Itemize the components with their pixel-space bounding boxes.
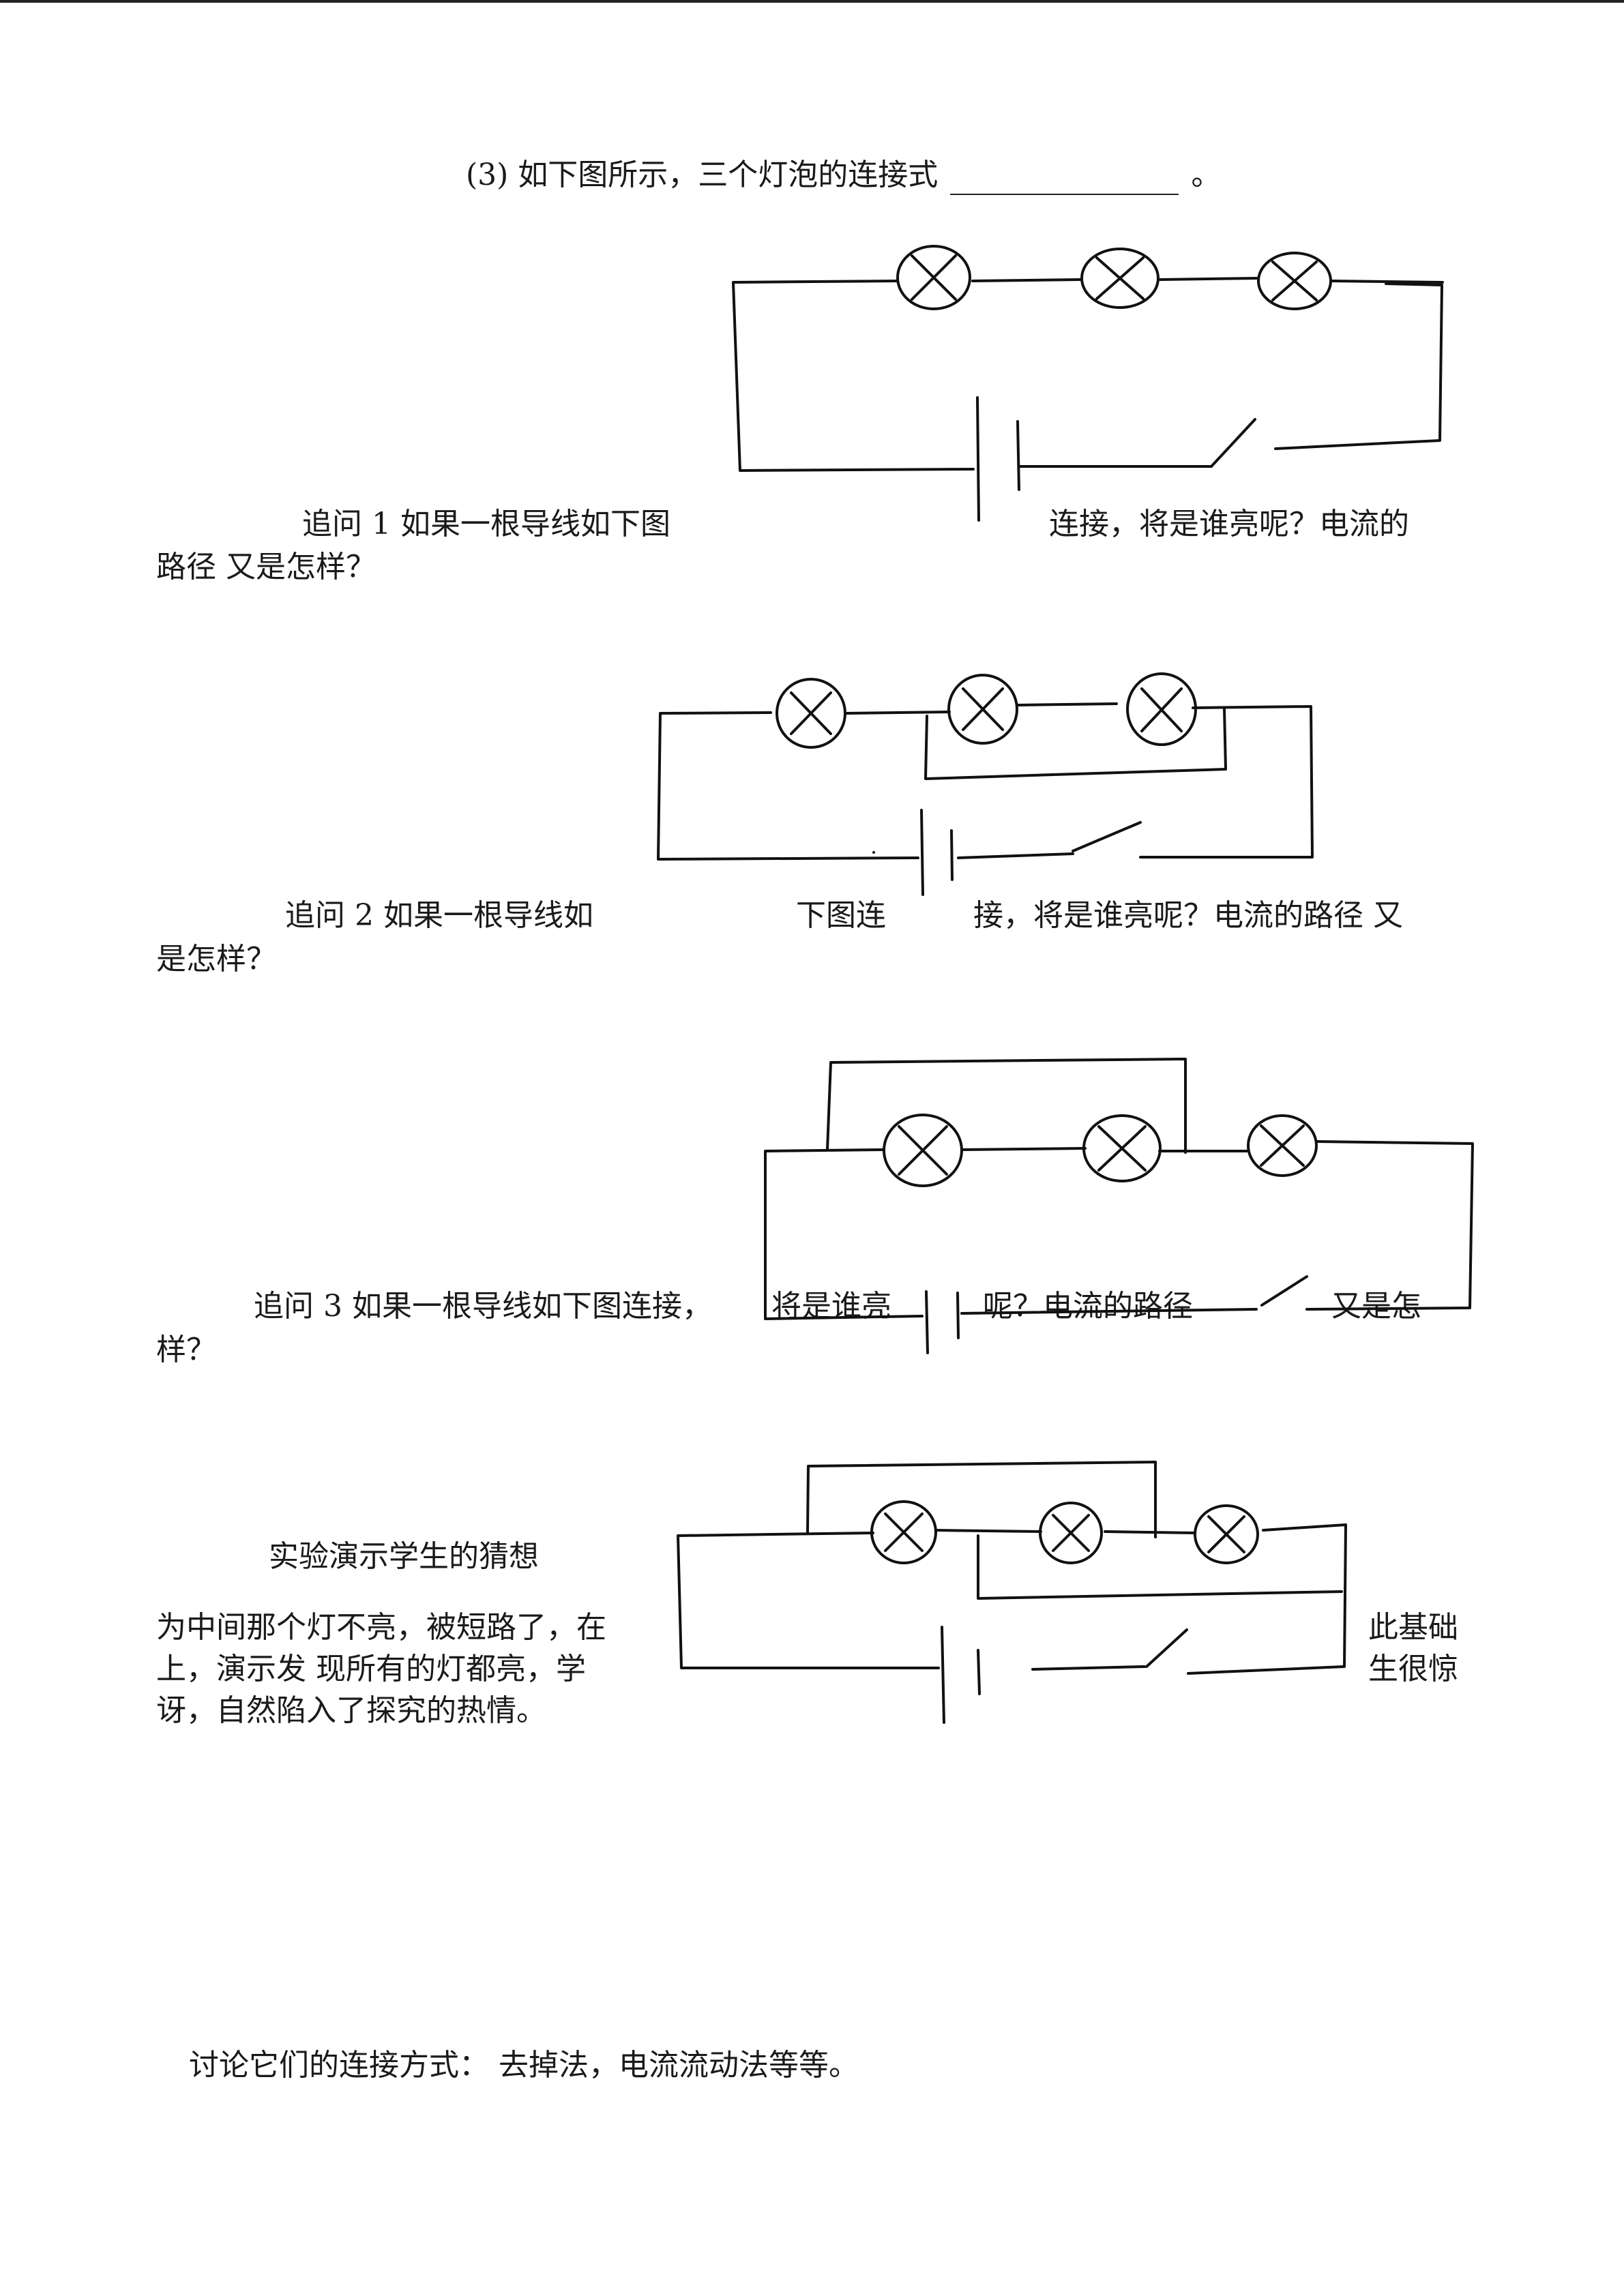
circuit-3-wire-right: [1305, 1140, 1474, 1311]
circuit-1-wire-b3-right: [1331, 280, 1444, 284]
followup-1-part-b: 连接，将是谁亮呢？电流的: [1049, 507, 1409, 541]
circuit-4-bypass-wire-top: [806, 1461, 1157, 1538]
followup-1-line-2: 路径 又是怎样？: [156, 550, 376, 584]
demo-line-2-right: 生很惊: [1368, 1652, 1458, 1686]
followup-3-part-a: 追问 3 如果一根导线如下图连接，: [254, 1289, 712, 1324]
circuit-4-bulb-2-icon: [1039, 1502, 1103, 1564]
circuit-4-wire-bottom: [1031, 1665, 1146, 1671]
top-border-line: [0, 0, 1624, 3]
circuit-2-wire-b1-b2: [845, 711, 951, 715]
answer-blank: [950, 166, 1179, 195]
question-3-suffix: 。: [1191, 158, 1222, 192]
circuit-3-wire-left: [764, 1148, 924, 1320]
circuit-2-wire-right: [1139, 705, 1314, 859]
circuit-1-battery-long-plate: [976, 396, 980, 522]
circuit-1-wire-right: [1274, 282, 1443, 450]
circuit-1-wire-b2-b3: [1159, 277, 1258, 281]
circuit-3-bulb-1-icon: [883, 1114, 963, 1187]
circuit-4-bulb-3-icon: [1194, 1504, 1259, 1564]
circuit-1-battery-short-plate: [1016, 420, 1020, 491]
circuit-3-wire-b1-b2: [960, 1147, 1087, 1151]
circuit-4-wire-right: [1187, 1523, 1347, 1675]
followup-3-line-2: 样？: [156, 1332, 216, 1367]
circuit-2: [657, 672, 1314, 896]
demo-line-1-left: 为中间那个灯不亮，被短路了，在: [156, 1610, 606, 1645]
circuit-2-battery-short-plate: [950, 829, 954, 881]
circuit-2-switch: [1072, 821, 1142, 852]
circuit-4-wire-b1-b2: [934, 1529, 1042, 1533]
question-3-line: (3) 如下图所示，三个灯泡的连接式 。: [466, 155, 1221, 195]
circuit-1: [732, 245, 1444, 522]
circuit-4-battery-short-plate: [977, 1649, 981, 1695]
circuit-4: [677, 851, 1347, 1724]
circuit-3-bulb-3-icon: [1247, 1114, 1318, 1177]
circuit-2-wire-left: [657, 711, 919, 861]
followup-1-part-a: 追问 1 如果一根导线如下图: [302, 507, 670, 541]
circuit-3-bypass-wire: [826, 1058, 1187, 1154]
circuit-4-bulb-1-icon: [870, 1500, 937, 1564]
circuit-3-switch: [1260, 1275, 1308, 1307]
circuit-4-wire-b2-b3: [1104, 1530, 1196, 1534]
circuit-3: [764, 1058, 1474, 1354]
circuit-4-bypass-wire-bottom: [977, 1534, 1343, 1600]
circuit-1-wire-left: [732, 280, 975, 472]
circuit-2-wire-b2-b3: [1016, 702, 1118, 706]
circuit-1-wire-b1-b2: [971, 278, 1081, 282]
followup-3-part-c: 呢？电流的路径: [983, 1289, 1193, 1324]
circuit-1-switch: [1210, 418, 1256, 468]
circuit-3-wire-bottom: [960, 1308, 1258, 1315]
circuit-2-bulb-3-icon: [1126, 672, 1197, 746]
circuit-4-battery-long-plate: [941, 1626, 945, 1724]
demo-line-2-left: 上，演示发 现所有的灯都亮，学: [156, 1652, 586, 1686]
followup-3-part-d: 又是怎: [1331, 1289, 1421, 1324]
discussion-line: 讨论它们的连接方式： 去掉法，电流流动法等等。: [189, 2048, 859, 2083]
circuit-2-bulb-2-icon: [947, 674, 1018, 745]
circuit-1-bulb-3-icon: [1257, 252, 1332, 310]
circuit-2-wire-bottom: [957, 852, 1074, 859]
question-3-prefix: (3) 如下图所示，三个灯泡的连接式: [466, 158, 939, 192]
followup-2-line-2: 是怎样？: [156, 942, 276, 976]
demo-line-3: 讶，自然陷入了探究的热情。: [156, 1693, 546, 1728]
followup-2-part-b: 下图连: [796, 898, 886, 933]
circuit-2-bulb-1-icon: [776, 678, 846, 749]
circuit-3-bulb-2-icon: [1082, 1114, 1162, 1182]
demo-heading: 实验演示学生的猜想: [269, 1539, 539, 1574]
circuit-2-battery-long-plate: [920, 809, 924, 896]
followup-2-part-c: 接，将是谁亮呢？电流的路径 又: [973, 898, 1403, 933]
circuit-1-bulb-2-icon: [1080, 248, 1160, 309]
circuit-3-battery-long-plate: [925, 1290, 929, 1354]
circuit-4-switch: [1145, 1628, 1188, 1668]
circuit-2-bypass-wire: [924, 708, 1227, 780]
circuit-1-bulb-1-icon: [896, 245, 971, 310]
demo-line-1-right: 此基础: [1368, 1610, 1458, 1645]
followup-2-part-a: 追问 2 如果一根导线如: [285, 898, 593, 933]
circuit-4-wire-left: [677, 1532, 940, 1669]
